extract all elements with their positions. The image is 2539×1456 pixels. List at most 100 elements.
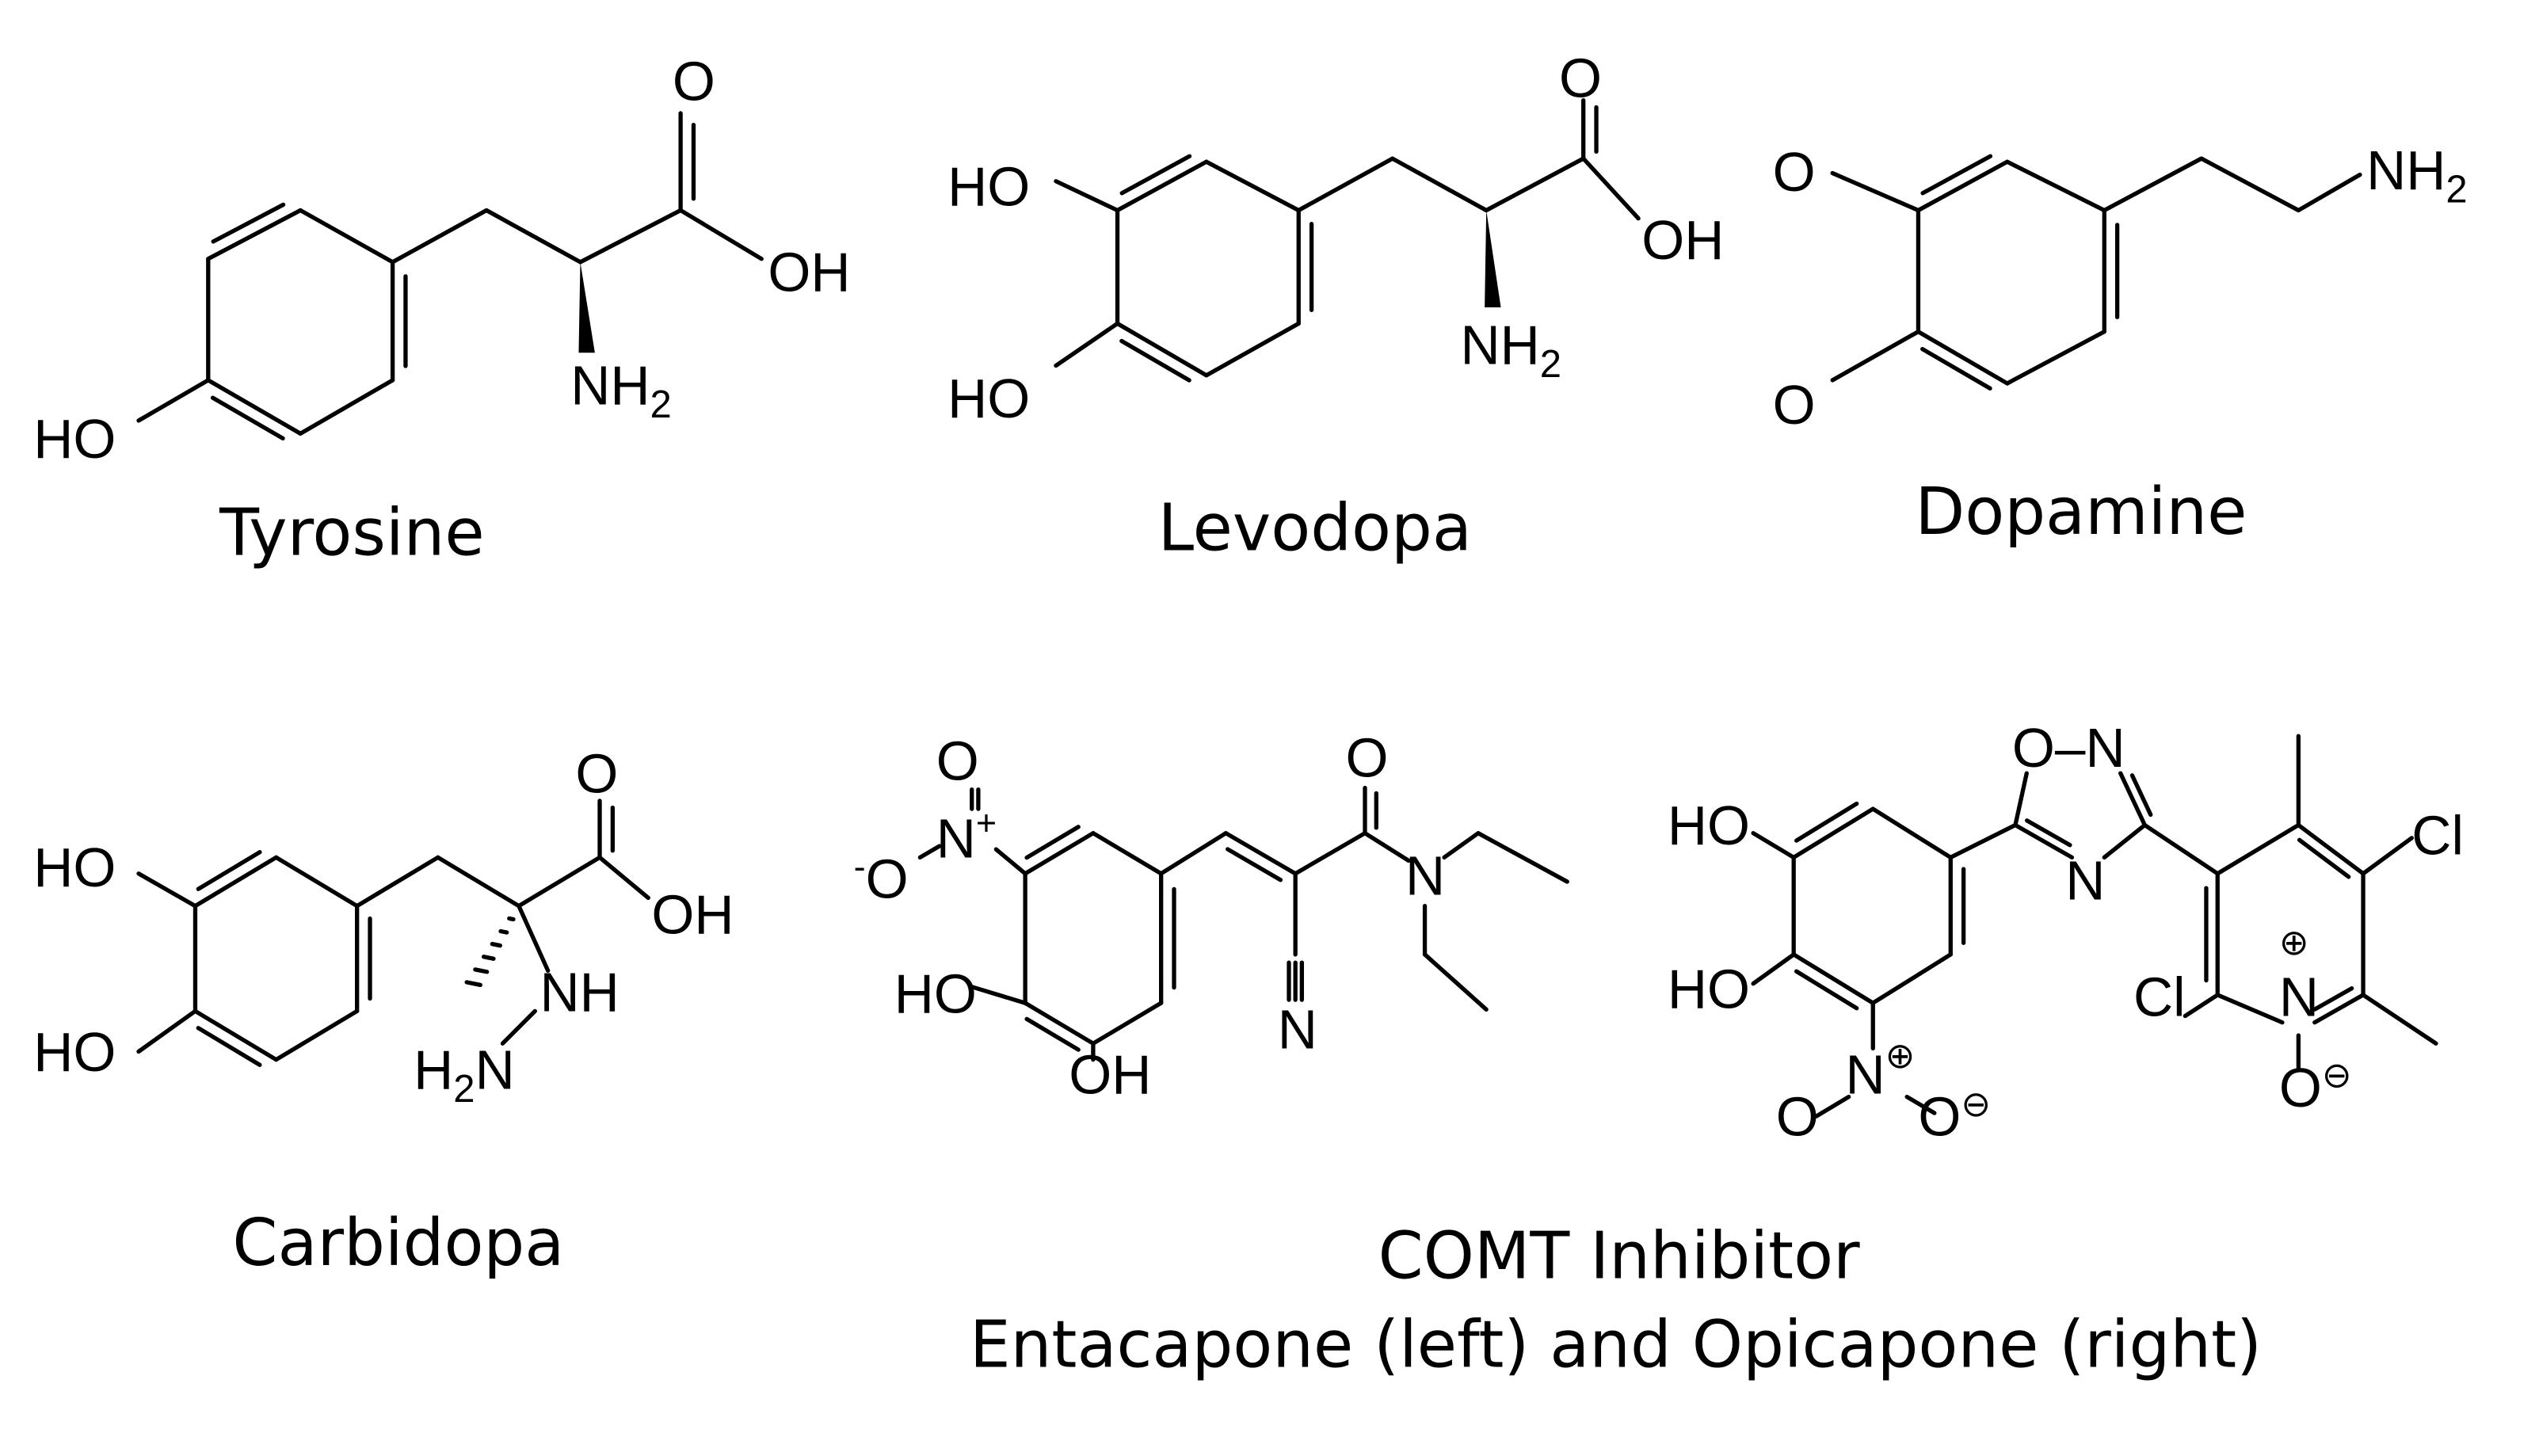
comt-title: COMT Inhibitor <box>1378 1218 1860 1294</box>
bond <box>1904 1094 1937 1115</box>
atom-label: NH2 <box>1460 314 1561 386</box>
bond <box>273 855 360 909</box>
bond <box>1119 154 1192 196</box>
atom-label: HO <box>33 408 116 470</box>
bond <box>193 855 279 909</box>
bond <box>206 208 303 261</box>
atom-label: Cl <box>2411 804 2464 866</box>
bond <box>136 871 198 909</box>
bond <box>970 985 1027 1005</box>
bond <box>1920 154 1993 196</box>
bond <box>500 1008 537 1046</box>
molecule-carbidopa: HO HO O OH NH H2N Carbidopa <box>33 743 734 1281</box>
bond <box>1024 825 1081 860</box>
bond <box>2102 156 2204 213</box>
comt-subtitle: Entacapone (left) and Opicapone (right) <box>970 1308 2262 1383</box>
bond <box>917 844 942 860</box>
atom-label: HO <box>1668 795 1750 856</box>
bond <box>355 855 440 909</box>
molecule-opicapone: HO HO O–N N N⊕ O O⊖ Cl Cl N ⊕ O⊖ <box>1668 717 2464 1148</box>
bond <box>1223 831 1298 876</box>
bond <box>1226 847 1283 882</box>
bond <box>1751 952 1796 986</box>
bond <box>1791 806 1875 860</box>
atom-label: HO <box>33 837 116 898</box>
atom-label: OH <box>651 883 734 945</box>
atom-label: O–N <box>2012 717 2125 779</box>
atom-label: O <box>1776 1086 1819 1148</box>
bond <box>507 916 516 922</box>
molecule-name: Dopamine <box>1915 475 2247 550</box>
bond <box>2005 159 2106 213</box>
bond <box>578 208 683 265</box>
atom-label: HO <box>894 962 977 1024</box>
bond <box>2312 993 2366 1025</box>
atom-label: NH2 <box>2366 139 2468 211</box>
bond <box>1870 806 1953 860</box>
bond <box>1814 1094 1851 1119</box>
bond <box>490 942 502 948</box>
bond <box>1751 831 1796 860</box>
molecule-name: Carbidopa <box>232 1206 564 1281</box>
bond <box>273 1008 360 1062</box>
bond <box>2013 822 2075 860</box>
wedge-bond <box>1485 210 1501 308</box>
atom-label: HO <box>947 368 1030 429</box>
atom-label: N+ <box>936 802 997 870</box>
molecule-name: Levodopa <box>1158 490 1472 566</box>
atom-label: -O <box>854 846 909 910</box>
atom-label: O⊖ <box>1918 1084 1991 1148</box>
bond <box>473 967 490 974</box>
atom-label: OH <box>1641 209 1724 271</box>
bond <box>196 1026 262 1067</box>
bond <box>517 903 551 973</box>
atom-label: O <box>1559 48 1602 109</box>
bond <box>498 928 509 935</box>
molecule-dopamine: O O NH2 Dopamine <box>1773 139 2468 550</box>
atom-label: NH <box>539 961 619 1023</box>
atom-label: O <box>673 51 715 112</box>
bond <box>1916 159 2010 213</box>
bond <box>196 850 262 891</box>
bond <box>193 1008 279 1062</box>
bond <box>2296 822 2366 876</box>
atom-label: O <box>1773 374 1816 436</box>
bond <box>2297 837 2351 879</box>
bond <box>1054 321 1120 368</box>
bond <box>1091 831 1164 876</box>
bond <box>2118 771 2147 828</box>
bond <box>1920 346 1992 391</box>
bond <box>2013 771 2029 828</box>
bond <box>1484 156 1586 213</box>
atom-label: N <box>1278 998 1317 1060</box>
molecule-tyrosine: HO O OH NH2 Tyrosine <box>33 51 850 571</box>
bond <box>2183 993 2220 1019</box>
bond <box>484 208 583 265</box>
bond <box>210 395 285 441</box>
atom-label: OH <box>768 242 850 303</box>
bond <box>2215 993 2285 1025</box>
bond <box>1870 952 1953 1005</box>
bond <box>1830 170 1921 213</box>
bond <box>1159 831 1229 876</box>
atom-label: O <box>1773 141 1816 203</box>
bond <box>1422 952 1489 1012</box>
bond <box>2102 822 2147 860</box>
bond <box>2361 836 2414 876</box>
bond <box>1794 801 1859 843</box>
wedge-bond <box>578 261 595 353</box>
bond <box>481 955 496 961</box>
atom-label: O <box>575 743 618 805</box>
bond <box>136 1008 198 1054</box>
atom-label: HO <box>1668 958 1750 1020</box>
bond <box>1390 156 1489 213</box>
bond <box>1023 831 1096 876</box>
bond <box>1023 1001 1096 1046</box>
atom-label: N⊕ <box>1846 1035 1916 1106</box>
bond <box>1115 321 1209 378</box>
bond <box>1363 831 1411 863</box>
bond <box>1293 831 1367 876</box>
atom-label: HO <box>33 1021 116 1083</box>
molecule-name: Tyrosine <box>219 495 485 570</box>
bond <box>1054 179 1120 213</box>
